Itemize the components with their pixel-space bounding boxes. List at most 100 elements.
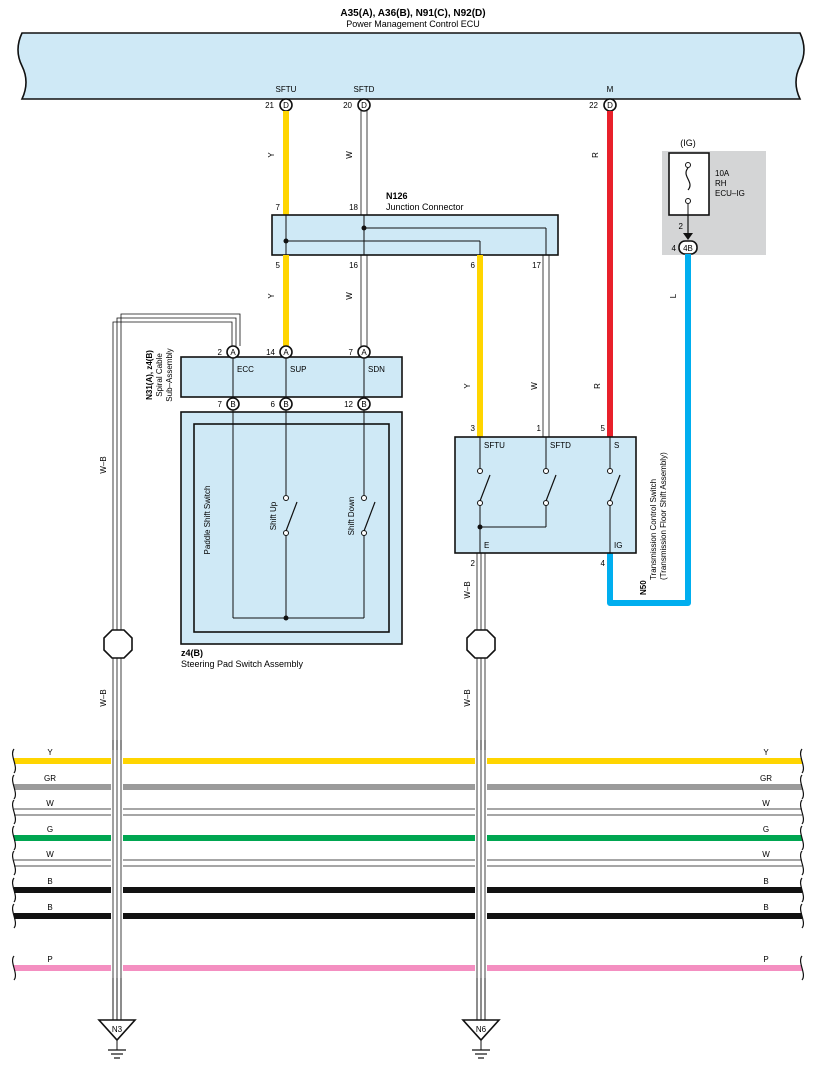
paddle-wiring (232, 410, 365, 621)
svg-text:B: B (230, 400, 235, 409)
n50-label-e: E (484, 541, 489, 550)
svg-text:21: 21 (265, 101, 274, 110)
svg-text:SFTU: SFTU (276, 85, 297, 94)
fuse-ig-label: (IG) (680, 138, 696, 148)
transmission-line2: (Transmission Floor Shift Assembly) (659, 452, 668, 580)
steering-name: Steering Pad Switch Assembly (181, 659, 304, 669)
junction-pin-5: 5 (276, 261, 281, 270)
bus-label-right: W (762, 850, 770, 859)
svg-text:SFTD: SFTD (354, 85, 375, 94)
spiral-pin-b7: 7 B (218, 397, 240, 411)
fuse-conn-num: 4 (672, 244, 677, 253)
wire-label-wb-left: W–B (99, 456, 108, 473)
wire-label-w-mid: W (345, 292, 354, 300)
svg-text:D: D (361, 101, 367, 110)
wire-label-l: L (669, 293, 678, 298)
bus-label-left: W (46, 799, 54, 808)
ground-n3-icon: N3 (97, 1019, 137, 1059)
fuse-pin: 2 (679, 222, 684, 231)
spiral-line1: Spiral Cable (155, 353, 164, 397)
spiral-pin-ecc: 2 A ECC (218, 345, 254, 374)
junction-pin-17: 17 (532, 261, 541, 270)
svg-text:N3: N3 (112, 1025, 123, 1034)
svg-text:7: 7 (218, 400, 223, 409)
junction-pin-18: 18 (349, 203, 358, 212)
svg-text:4B: 4B (683, 244, 693, 253)
svg-text:6: 6 (271, 400, 276, 409)
sftu-switch-icon (477, 468, 491, 506)
bus-label-left: Y (47, 748, 53, 757)
junction-id: N126 (386, 191, 408, 201)
svg-text:7: 7 (349, 348, 354, 357)
bus-label-right: Y (763, 748, 769, 757)
n50-label-s: S (614, 441, 619, 450)
junction-name: Junction Connector (386, 202, 464, 212)
fuse-line2: RH (715, 179, 727, 188)
bus-label-right: G (763, 825, 769, 834)
wire-label-wb-right2: W–B (463, 689, 472, 706)
svg-text:22: 22 (589, 101, 598, 110)
bus-label-right: GR (760, 774, 772, 783)
spiral-cable-box (180, 356, 403, 398)
steering-id: z4(B) (181, 648, 203, 658)
n50-pin-3: 3 (471, 424, 476, 433)
svg-text:SDN: SDN (368, 365, 385, 374)
svg-text:SUP: SUP (290, 365, 306, 374)
wire-label-r-upper: R (591, 152, 600, 158)
n50-pin-2: 2 (471, 559, 476, 568)
bus-label-right: W (762, 799, 770, 808)
wire-label-r-lower: R (593, 383, 602, 389)
sftd-switch-icon (543, 468, 557, 506)
wire-w-junction-spiral (360, 255, 368, 346)
ecu-title: A35(A), A36(B), N91(C), N92(D) (340, 8, 485, 19)
bus-label-left: P (47, 955, 52, 964)
bus-label-left: B (47, 903, 52, 912)
svg-text:20: 20 (343, 101, 352, 110)
ecu-pin-sftd: SFTD 20 D (343, 85, 375, 112)
n50-internal-wiring (477, 437, 611, 553)
bus-label-left: W (46, 850, 54, 859)
fuse-icon (685, 162, 691, 215)
bus-label-left: B (47, 877, 52, 886)
shift-down-label: Shift Down (347, 497, 356, 536)
ground-n6-icon: N6 (461, 1019, 501, 1059)
svg-text:A: A (361, 348, 367, 357)
wire-label-wb-right: W–B (463, 581, 472, 598)
steering-pad-box (180, 411, 403, 645)
ecu-pin-sftu: SFTU 21 D (265, 85, 297, 112)
shift-up-label: Shift Up (269, 501, 278, 530)
bus-label-left: G (47, 825, 53, 834)
wire-label-y-lower: Y (463, 383, 472, 389)
paddle-shift-label: Paddle Shift Switch (203, 486, 212, 555)
wire-w-junction-n50 (542, 255, 550, 438)
splice-left-icon (103, 629, 133, 659)
svg-text:ECC: ECC (237, 365, 254, 374)
splice-right-icon (466, 629, 496, 659)
bus-label-right: B (763, 903, 768, 912)
n50-label-ig: IG (614, 541, 622, 550)
svg-text:D: D (607, 101, 613, 110)
s-switch-icon (607, 468, 621, 506)
fuse-line3: ECU–IG (715, 189, 745, 198)
wire-l-fuse-n50 (607, 254, 691, 606)
wire-w-ecu-junction (360, 111, 368, 215)
transmission-id: N50 (639, 580, 648, 595)
bus-label-right: P (763, 955, 768, 964)
wire-wb-left (112, 313, 241, 1022)
junction-pin-16: 16 (349, 261, 358, 270)
n50-pin-4: 4 (601, 559, 606, 568)
svg-text:A: A (283, 348, 289, 357)
ground-wire-over-bus (475, 740, 487, 1022)
n50-pin-1: 1 (537, 424, 542, 433)
junction-pin-7: 7 (276, 203, 281, 212)
wire-label-w-upper: W (345, 151, 354, 159)
spiral-internal-wiring (232, 358, 365, 398)
